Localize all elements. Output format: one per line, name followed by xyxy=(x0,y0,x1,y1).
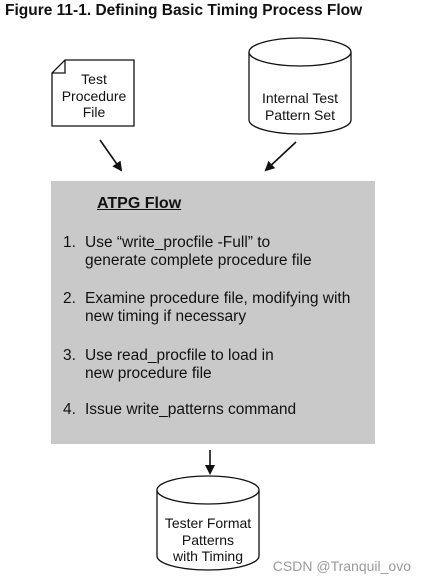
document-shape xyxy=(51,59,135,127)
flow-step: 4. Issue write_patterns command xyxy=(63,401,373,419)
flow-step: 3. Use read_procfile to load in new proc… xyxy=(63,347,373,383)
step-number: 2. xyxy=(63,290,76,307)
flow-step: 2. Examine procedure file, modifying wit… xyxy=(63,290,373,326)
tester-format-patterns-label: Tester Format Patterns with Timing xyxy=(164,515,252,564)
test-procedure-file-label: Test Procedure File xyxy=(61,71,127,120)
flow-step: 1. Use “write_procfile -Full” to generat… xyxy=(63,234,373,270)
atpg-flow-box: ATPG Flow 1. Use “write_procfile -Full” … xyxy=(51,181,375,444)
step-text: Use read_procfile to load in new procedu… xyxy=(85,347,274,382)
database-cylinder-shape xyxy=(248,37,352,135)
atpg-flow-heading: ATPG Flow xyxy=(97,195,182,212)
internal-test-pattern-set-label: Internal Test Pattern Set xyxy=(261,90,338,123)
step-number: 1. xyxy=(63,234,76,251)
watermark: CSDN @Tranquil_ovo xyxy=(272,558,411,574)
figure-title: Figure 11-1. Defining Basic Timing Proce… xyxy=(5,2,363,19)
step-text: Examine procedure file, modifying with n… xyxy=(85,290,351,325)
arrow-patternset-to-flow xyxy=(264,141,297,172)
database-cylinder-shape xyxy=(156,475,260,571)
arrow-procfile-to-flow xyxy=(99,139,123,172)
step-text: Issue write_patterns command xyxy=(85,401,297,418)
step-text: Use “write_procfile -Full” to generate c… xyxy=(85,234,312,269)
step-number: 3. xyxy=(63,347,76,364)
step-number: 4. xyxy=(63,401,76,418)
